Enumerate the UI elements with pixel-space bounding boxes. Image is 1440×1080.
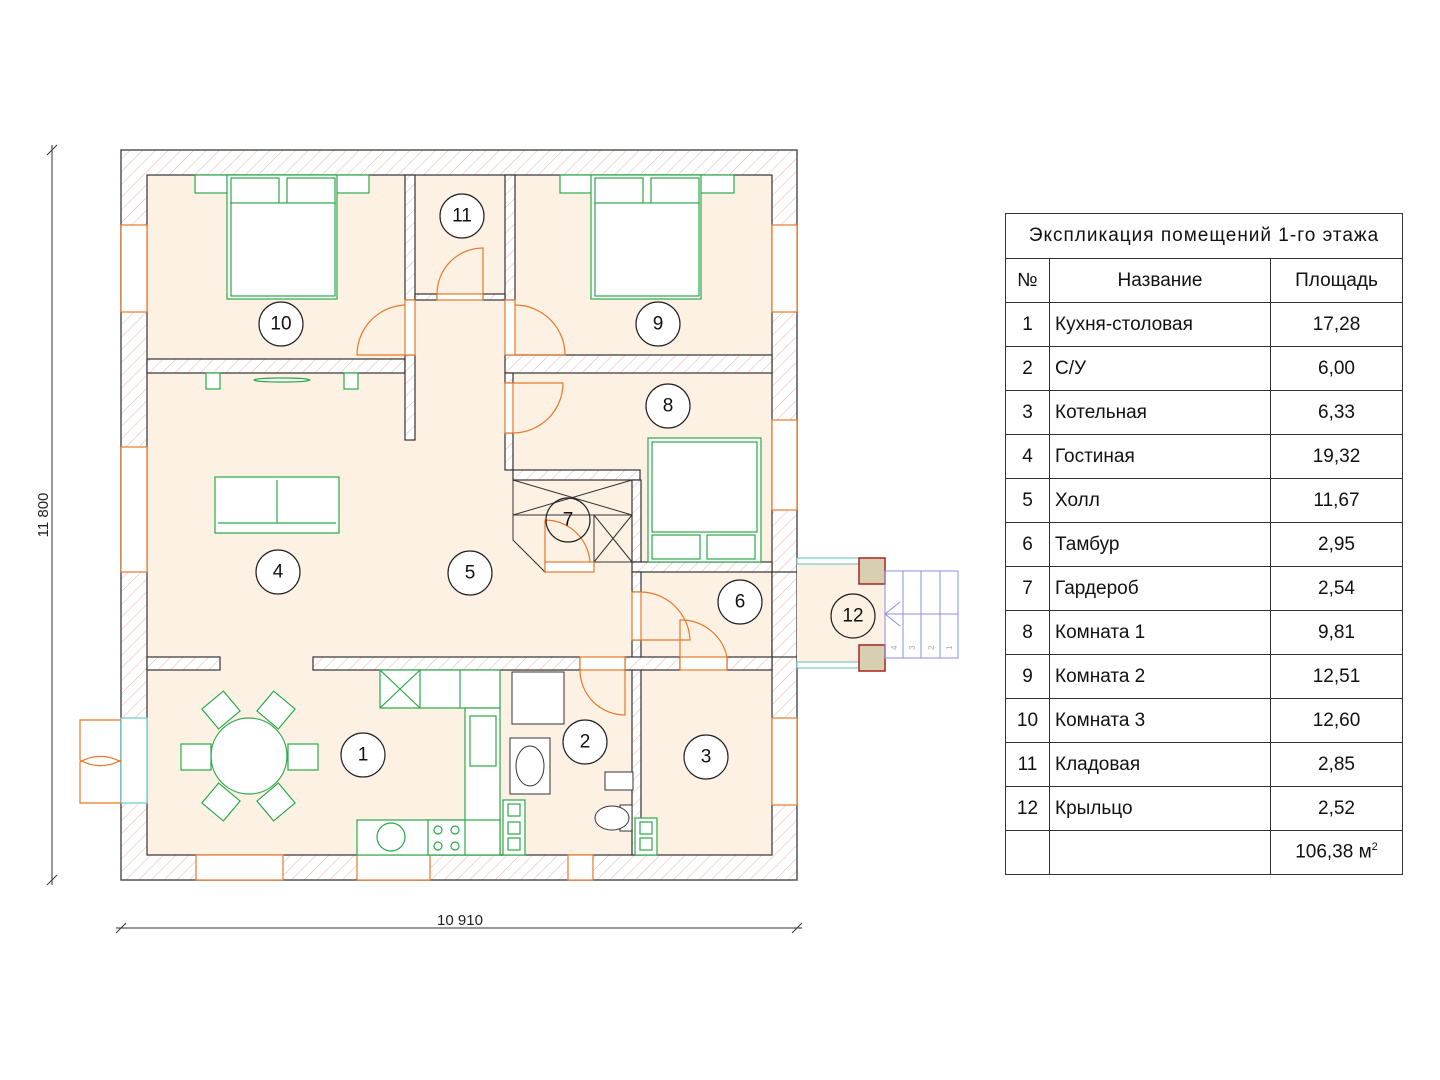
room-number: 4: [273, 562, 284, 583]
porch-column: [858, 644, 886, 672]
room-number: 1: [358, 745, 369, 766]
boiler-units: [634, 817, 658, 856]
row-name: Тамбур: [1049, 522, 1271, 567]
row-number: 5: [1005, 478, 1050, 523]
stairs: 1 2 3 4: [884, 570, 959, 659]
porch-column: [858, 557, 886, 585]
room-number: 10: [270, 314, 291, 335]
row-area: 17,28: [1270, 302, 1403, 347]
total-area-unit-exponent: 2: [1371, 841, 1378, 854]
row-number: 8: [1005, 610, 1050, 655]
room-number: 7: [563, 510, 574, 531]
row-name: Кухня-столовая: [1049, 302, 1271, 347]
row-number: 10: [1005, 698, 1050, 743]
row-number: 7: [1005, 566, 1050, 611]
table-title: Экспликация помещений 1-го этажа: [1005, 213, 1403, 259]
row-number: 11: [1005, 742, 1050, 787]
height-dimension: 11 800: [35, 493, 52, 538]
row-area: 9,81: [1270, 610, 1403, 655]
total-empty: [1005, 830, 1050, 875]
row-number: 3: [1005, 390, 1050, 435]
row-number: 1: [1005, 302, 1050, 347]
room-number: 2: [580, 732, 591, 753]
row-name: Комната 2: [1049, 654, 1271, 699]
row-area: 6,00: [1270, 346, 1403, 391]
room-labels: [255, 193, 876, 780]
bidet: [604, 771, 634, 791]
row-number: 6: [1005, 522, 1050, 567]
kitchen-units: [356, 669, 526, 856]
room-number: 8: [663, 396, 674, 417]
row-number: 4: [1005, 434, 1050, 479]
row-number: 2: [1005, 346, 1050, 391]
room-number: 3: [701, 747, 712, 768]
room-schedule-table: Экспликация помещений 1-го этажа № Назва…: [1005, 213, 1403, 875]
row-area: 2,52: [1270, 786, 1403, 831]
room-number: 5: [465, 563, 476, 584]
row-name: С/У: [1049, 346, 1271, 391]
dimension-lines: [46, 144, 803, 934]
row-area: 19,32: [1270, 434, 1403, 479]
row-name: Кладовая: [1049, 742, 1271, 787]
porch: [796, 557, 886, 672]
row-name: Гостиная: [1049, 434, 1271, 479]
row-name: Котельная: [1049, 390, 1271, 435]
bed-room-8: [647, 437, 762, 563]
total-area-value: 106,38 м: [1295, 841, 1372, 863]
row-name: Холл: [1049, 478, 1271, 523]
row-name: Комната 3: [1049, 698, 1271, 743]
stair-step-number: 2: [927, 645, 936, 650]
room-number: 6: [735, 592, 746, 613]
interior-walls: [146, 174, 798, 856]
row-area: 2,95: [1270, 522, 1403, 567]
total-area: 106,38 м2: [1270, 830, 1403, 875]
furniture: [180, 174, 762, 856]
row-area: 12,60: [1270, 698, 1403, 743]
row-area: 12,51: [1270, 654, 1403, 699]
bed-room-9: [559, 174, 735, 300]
row-name: Крыльцо: [1049, 786, 1271, 831]
row-area: 2,85: [1270, 742, 1403, 787]
room-number: 11: [452, 206, 472, 227]
row-area: 6,33: [1270, 390, 1403, 435]
header-number: №: [1005, 258, 1050, 303]
header-name: Название: [1049, 258, 1271, 303]
sofa: [214, 476, 340, 534]
shower: [511, 671, 565, 725]
windows: [120, 224, 798, 881]
row-number: 9: [1005, 654, 1050, 699]
row-name: Гардероб: [1049, 566, 1271, 611]
width-dimension: 10 910: [437, 912, 483, 929]
bathroom-fixtures: [509, 671, 634, 832]
room-number: 12: [842, 606, 863, 627]
total-empty: [1049, 830, 1271, 875]
stair-step-number: 1: [945, 645, 954, 650]
row-name: Комната 1: [1049, 610, 1271, 655]
dining-table: [180, 690, 319, 822]
stair-step-number: 4: [890, 645, 899, 650]
room-number: 9: [653, 314, 664, 335]
stair-step-number: 3: [908, 645, 917, 650]
terrace-door: [79, 717, 148, 804]
row-number: 12: [1005, 786, 1050, 831]
bed-room-10: [194, 174, 370, 300]
header-area: Площадь: [1270, 258, 1403, 303]
row-area: 2,54: [1270, 566, 1403, 611]
row-area: 11,67: [1270, 478, 1403, 523]
tv-unit: [205, 372, 359, 390]
